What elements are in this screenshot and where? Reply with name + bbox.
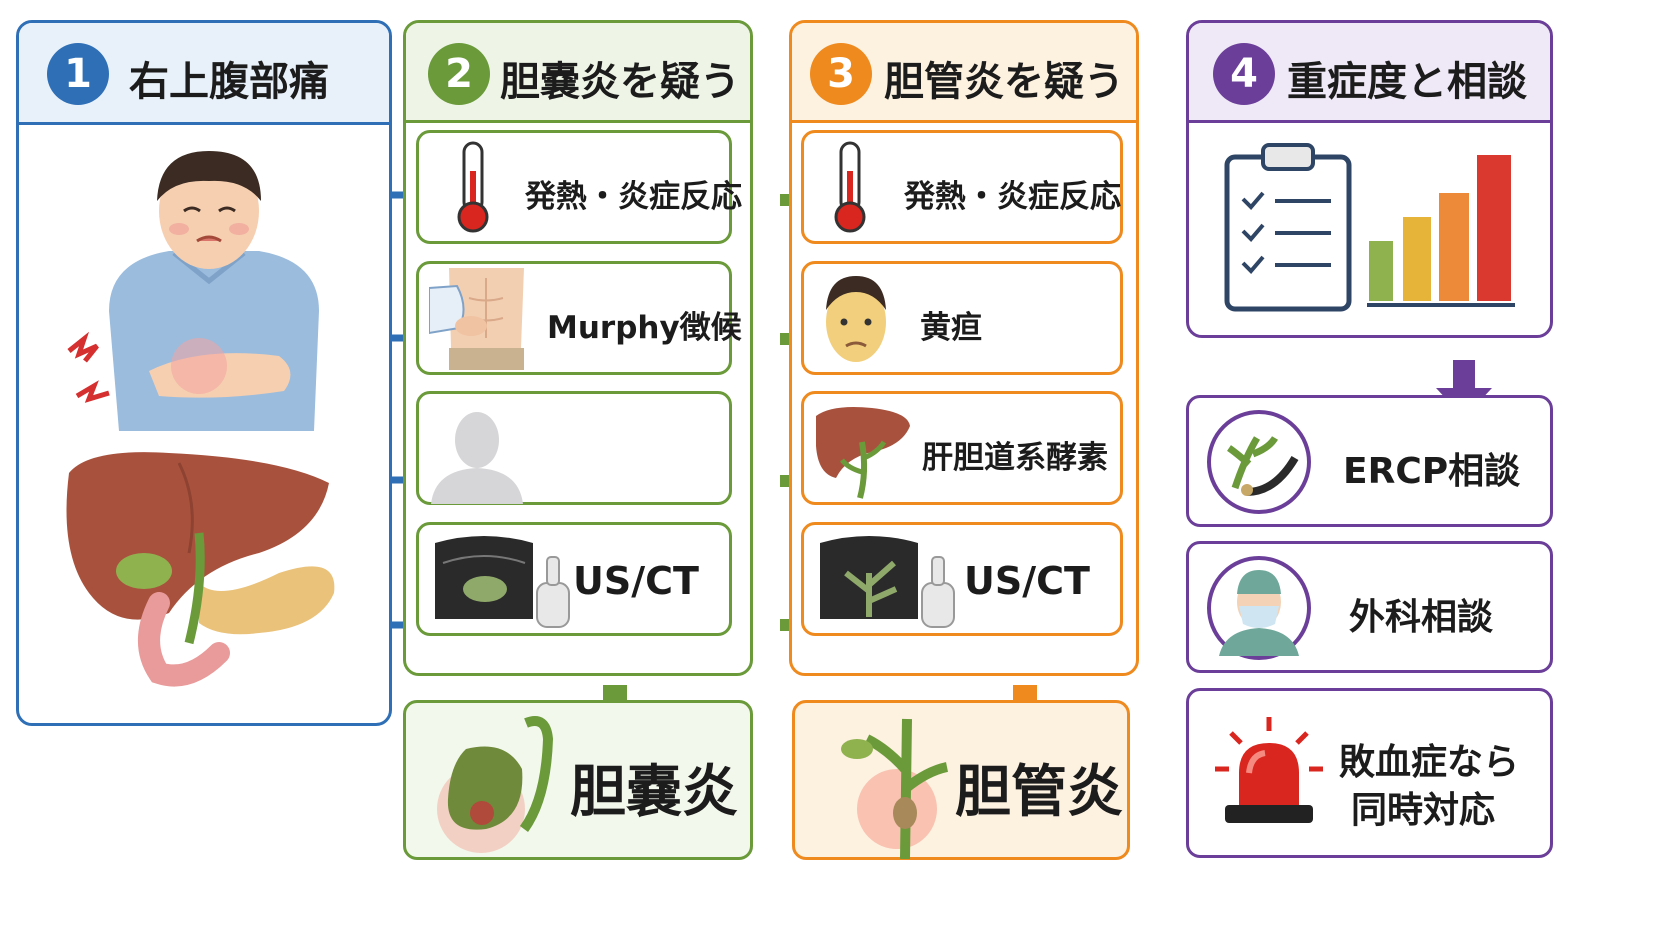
step4-action-2-label: 外科相談 xyxy=(1349,597,1494,638)
liver-gallbladder-pancreas-illustration xyxy=(66,452,335,687)
step3-item-1: 発熱・炎症反応 xyxy=(801,130,1123,244)
surgeon-icon xyxy=(1207,556,1311,660)
endoscope-icon xyxy=(1207,410,1311,514)
step1-badge: 1 xyxy=(47,43,109,105)
inflamed-bile-duct-icon xyxy=(841,718,949,859)
step3-item-3-label: 肝胆道系酵素 xyxy=(922,440,1108,476)
step3-result-label: 胆管炎 xyxy=(955,760,1123,825)
step4-header: 4 重症度と相談 xyxy=(1189,23,1550,123)
step4-action-1: ERCP相談 xyxy=(1186,395,1553,527)
liver-icon xyxy=(816,407,910,499)
step2-item-2: Murphy徴候 xyxy=(416,261,742,375)
step3-result: 胆管炎 xyxy=(792,700,1130,860)
step4-title: 重症度と相談 xyxy=(1287,59,1527,105)
alarm-light-icon xyxy=(1215,717,1323,823)
step2-item-4: US/CT xyxy=(416,522,732,636)
ultrasound-bile-duct-icon xyxy=(820,536,955,628)
patient-abdominal-pain-illustration xyxy=(67,151,319,431)
step3-item-2-label: 黄疸 xyxy=(920,310,982,346)
step1-panel: 1 右上腹部痛 xyxy=(16,20,392,726)
abdomen-palpation-icon xyxy=(429,268,524,370)
step4-alert-line1: 敗血症なら xyxy=(1339,742,1520,783)
step1-title: 右上腹部痛 xyxy=(129,59,329,105)
step3-badge: 3 xyxy=(810,43,872,105)
step1-header: 1 右上腹部痛 xyxy=(19,23,389,125)
step2-item-1: 発熱・炎症反応 xyxy=(416,130,742,244)
step3-item-2: 黄疸 xyxy=(801,261,1123,375)
step2-item-2-label: Murphy徴候 xyxy=(547,310,742,346)
step4-alert: 敗血症なら 同時対応 xyxy=(1186,688,1553,858)
step3-item-3: 肝胆道系酵素 xyxy=(801,391,1123,505)
ultrasound-gallbladder-icon xyxy=(435,536,570,628)
step3-header: 3 胆管炎を疑う xyxy=(792,23,1136,123)
step2-result-label: 胆嚢炎 xyxy=(570,760,738,825)
step2-title: 胆嚢炎を疑う xyxy=(500,59,740,105)
jaundiced-face-icon xyxy=(826,276,886,362)
step3-item-4: US/CT xyxy=(801,522,1123,636)
thermometer-icon xyxy=(457,141,489,233)
step2-item-3 xyxy=(416,391,732,505)
step3-item-1-label: 発熱・炎症反応 xyxy=(904,179,1121,215)
step4-alert-line2: 同時対応 xyxy=(1351,790,1496,831)
step2-item-1-label: 発熱・炎症反応 xyxy=(525,179,742,215)
inflamed-gallbladder-icon xyxy=(437,716,554,853)
step3-title: 胆管炎を疑う xyxy=(884,59,1124,105)
step4-panel: 4 重症度と相談 xyxy=(1186,20,1553,338)
severity-bar-icon xyxy=(1367,155,1515,307)
step2-item-4-label: US/CT xyxy=(573,559,699,603)
person-silhouette-icon xyxy=(431,412,523,504)
step2-badge: 2 xyxy=(428,43,490,105)
clipboard-checklist-icon xyxy=(1224,143,1352,312)
thermometer-icon xyxy=(834,141,866,233)
step2-header: 2 胆嚢炎を疑う xyxy=(406,23,750,123)
step2-result: 胆嚢炎 xyxy=(403,700,753,860)
step4-action-2: 外科相談 xyxy=(1186,541,1553,673)
step4-badge: 4 xyxy=(1213,43,1275,105)
step3-item-4-label: US/CT xyxy=(964,559,1090,603)
step4-action-1-label: ERCP相談 xyxy=(1343,451,1521,492)
